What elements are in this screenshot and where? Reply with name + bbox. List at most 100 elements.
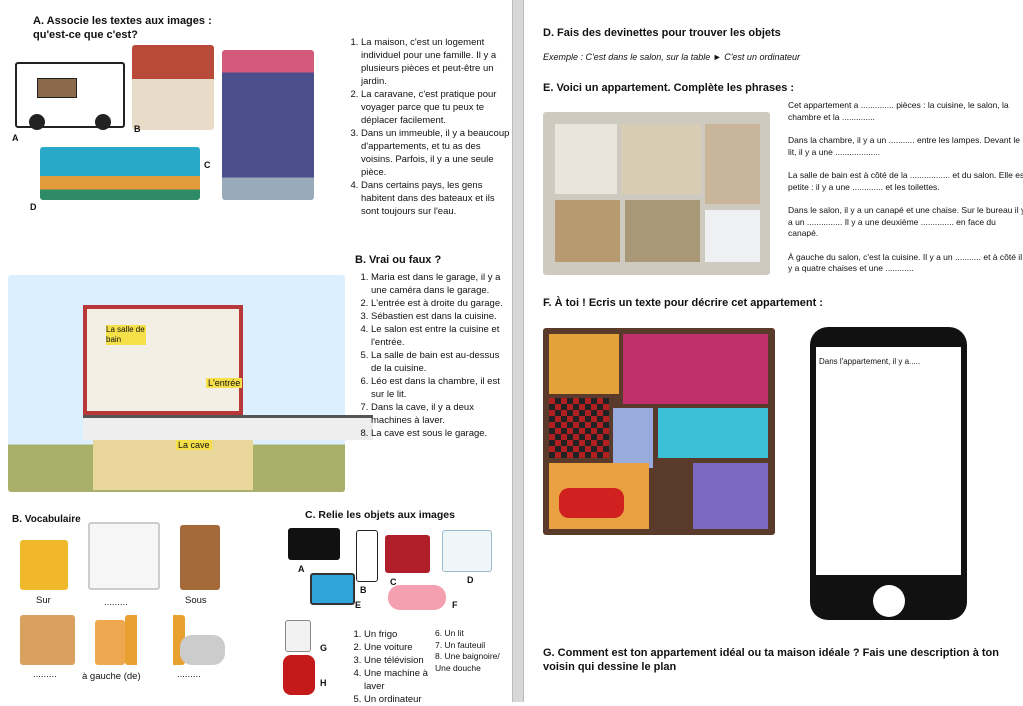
section-b-vf-title: B. Vrai ou faux ? [355, 254, 442, 266]
list-item: La cave est sous le garage. [371, 427, 510, 440]
label-d: D [30, 202, 37, 212]
phone-frame: Dans l'appartement, il y a..... [810, 327, 967, 620]
bathtub-image [442, 530, 492, 572]
washing-machine-image [285, 620, 311, 652]
label: H [320, 678, 327, 688]
phone-screen[interactable]: Dans l'appartement, il y a..... [816, 347, 961, 575]
cellar [93, 440, 253, 490]
chairs-cat-between-image [88, 522, 160, 590]
bed-image [385, 535, 430, 573]
list-item: Le salon est entre la cuisine et l'entré… [371, 323, 510, 349]
bedroom [705, 124, 760, 204]
house-ground [83, 415, 373, 440]
list-item: L'entrée est à droite du garage. [371, 297, 510, 310]
tv-image [288, 528, 340, 560]
houseboat-image [40, 147, 200, 200]
section-f-title: F. À toi ! Ecris un texte pour décrire c… [543, 297, 823, 309]
label-a: A [12, 133, 19, 143]
chair-cat-on-image [20, 540, 68, 590]
bathroom [705, 210, 760, 262]
list-item: Maria est dans le garage, il y a une cam… [371, 271, 510, 297]
list-item: Un frigo [364, 628, 434, 641]
section-a-list: La maison, c'est un logement individuel … [345, 36, 510, 218]
fridge-image [356, 530, 378, 582]
list-item: Dans certains pays, les gens habitent da… [361, 179, 510, 218]
fill-in-paragraph: Cet appartement a .............. pièces … [788, 100, 1009, 122]
list-item: 8. Une baignoire/ Une douche [435, 651, 500, 673]
list-item: Dans la cave, il y a deux machines à lav… [371, 401, 510, 427]
house-image [132, 45, 214, 130]
list-item: Un ordinateur [364, 693, 434, 706]
section-d-example: Exemple : C'est dans le salon, sur la ta… [543, 52, 800, 62]
page-divider [512, 0, 524, 702]
room [549, 334, 619, 394]
list-item: La maison, c'est un logement individuel … [361, 36, 510, 88]
phone-text: Dans l'appartement, il y a..... [819, 357, 921, 366]
lying-cat-image [180, 635, 225, 665]
fill-in-paragraph: Dans le salon, il y a un canapé et une c… [788, 205, 1023, 238]
window [37, 78, 77, 98]
list-item: Sébastien est dans la cuisine. [371, 310, 510, 323]
wheel [95, 114, 111, 130]
title-line: A. Associe les textes aux images : [33, 15, 212, 27]
vocab-title: B. Vocabulaire [12, 514, 81, 525]
section-c-title: C. Relie les objets aux images [305, 509, 455, 521]
armchair-image [283, 655, 315, 695]
room [549, 398, 609, 458]
fill-in-paragraph: La salle de bain est à côté de la ......… [788, 170, 1023, 192]
box-cat-image [20, 615, 75, 665]
lamps-image [125, 615, 185, 665]
list-item: Une télévision [364, 654, 434, 667]
cat-image [95, 620, 125, 665]
vocab-label: Sur [36, 595, 51, 606]
label-c: C [204, 160, 211, 170]
fill-in-paragraph: Dans la chambre, il y a un ........... e… [788, 135, 1020, 157]
list-item: Dans un immeuble, il y a beaucoup d'appa… [361, 127, 510, 179]
building-image [222, 50, 314, 200]
label: G [320, 643, 328, 653]
list-item: 6. Un lit [435, 628, 464, 638]
list-item: 7. Un fauteuil [435, 639, 486, 650]
bathroom-label: La salle de bain [106, 325, 146, 345]
objects-list-2: 6. Un lit 7. Un fauteuil 8. Une baignoir… [435, 628, 505, 674]
fill-in-paragraph: À gauche du salon, c'est la cuisine. Il … [788, 251, 1023, 274]
label: F [452, 600, 458, 610]
caravan-image [15, 62, 125, 130]
home-button-icon [873, 585, 905, 617]
label: E [355, 600, 362, 610]
section-e-title: E. Voici un appartement. Complète les ph… [543, 82, 795, 94]
living-room [621, 124, 701, 194]
colorful-apartment-plan-image [543, 328, 775, 535]
kitchen [555, 124, 617, 194]
house-cross-section-image: La salle de bain L'entrée La cave [8, 275, 373, 492]
dining [555, 200, 620, 262]
office [625, 200, 700, 262]
room [658, 408, 768, 458]
room [693, 463, 768, 529]
list-item: Une machine à laver [364, 667, 434, 693]
vocab-label: ......... [177, 669, 201, 680]
vocab-label: ......... [33, 669, 57, 680]
label: C [390, 577, 397, 587]
section-d-title: D. Fais des devinettes pour trouver les … [543, 27, 781, 39]
label: B [360, 585, 367, 595]
vocab-label: ......... [104, 597, 128, 608]
section-g-title: G. Comment est ton appartement idéal ou … [543, 647, 999, 673]
computer-image [310, 573, 355, 605]
label-b: B [134, 124, 141, 134]
title-line: qu'est-ce que c'est? [33, 29, 138, 41]
true-false-list: Maria est dans le garage, il y a une cam… [355, 271, 510, 440]
label: D [467, 575, 474, 585]
room [613, 408, 653, 468]
apartment-plan-image [543, 112, 770, 275]
section-a-title: A. Associe les textes aux images : qu'est… [33, 14, 212, 42]
vocab-label: à gauche (de) [82, 671, 141, 682]
car-image [388, 585, 446, 610]
list-item: Une voiture [364, 641, 434, 654]
objects-list-1: Un frigo Une voiture Une télévision Une … [352, 628, 434, 706]
section-e-paragraphs: Cet appartement a .............. pièces … [788, 100, 1023, 275]
list-item: La salle de bain est au-dessus de la cui… [371, 349, 510, 375]
vocab-label: Sous [185, 595, 207, 606]
car [559, 488, 624, 518]
chair-cat-under-image [180, 525, 220, 590]
